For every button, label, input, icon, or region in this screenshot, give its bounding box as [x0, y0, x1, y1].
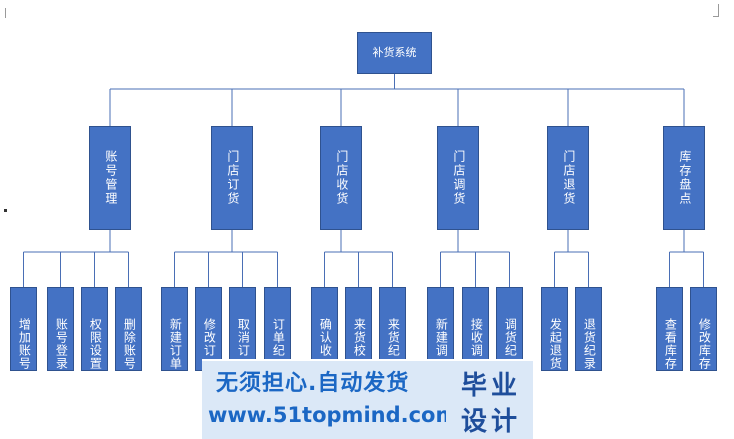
- leaf-node-6-1-label: 查看库存: [663, 318, 678, 370]
- watermark-logo: 毕业 设计: [446, 361, 533, 439]
- module-node-2: 门店订货: [211, 126, 253, 230]
- leaf-node-5-2: 退货纪录: [575, 287, 602, 371]
- module-node-1-label: 账号管理: [103, 150, 118, 206]
- leaf-node-6-1: 查看库存: [656, 287, 683, 371]
- module-node-1: 账号管理: [89, 126, 131, 230]
- leaf-node-3-3: 来货纪: [379, 287, 406, 371]
- leaf-node-4-1-label: 新建调: [434, 318, 449, 357]
- watermark-banner: 无须担心.自动发货 www.51topmind.com 毕业 设计: [202, 359, 533, 439]
- leaf-node-5-1: 发起退货: [541, 287, 568, 371]
- leaf-node-2-1: 新建订单: [161, 287, 188, 371]
- leaf-node-4-3-label: 调货纪: [503, 318, 518, 357]
- leaf-node-5-2-label: 退货纪录: [582, 318, 597, 370]
- module-node-6: 库存盘点: [663, 126, 705, 230]
- leaf-node-3-2-label: 来货校: [352, 318, 367, 357]
- leaf-node-1-2: 账号登录: [47, 287, 74, 371]
- leaf-node-6-2: 修改库存: [690, 287, 717, 371]
- leaf-node-4-2: 接收调: [462, 287, 489, 371]
- watermark-logo-top: 毕业: [460, 371, 521, 401]
- leaf-node-1-1: 增加账号: [10, 287, 37, 371]
- watermark-logo-bottom: 设计: [460, 407, 521, 437]
- leaf-node-5-1-label: 发起退货: [548, 318, 563, 370]
- corner-mark-left: [5, 8, 6, 18]
- leaf-node-2-4: 订单纪: [264, 287, 291, 371]
- module-node-3-label: 门店收货: [334, 150, 349, 206]
- leaf-node-1-4-label: 删除账号: [122, 318, 137, 370]
- leaf-node-1-1-label: 增加账号: [17, 318, 32, 370]
- watermark-url: www.51topmind.com: [208, 403, 458, 427]
- module-node-3: 门店收货: [320, 126, 362, 230]
- module-node-4: 门店调货: [437, 126, 479, 230]
- leaf-node-1-3-label: 权限设置: [88, 318, 103, 370]
- leaf-node-4-2-label: 接收调: [469, 318, 484, 357]
- leaf-node-2-3: 取消订: [229, 287, 256, 371]
- leaf-node-2-4-label: 订单纪: [271, 318, 286, 357]
- leaf-node-3-3-label: 来货纪: [386, 318, 401, 357]
- leaf-node-2-3-label: 取消订: [236, 318, 251, 357]
- leaf-node-2-1-label: 新建订单: [168, 318, 183, 370]
- leaf-node-1-4: 删除账号: [115, 287, 142, 371]
- leaf-node-3-1: 确认收: [311, 287, 338, 371]
- leaf-node-1-3: 权限设置: [81, 287, 108, 371]
- leaf-node-2-2: 修改订: [195, 287, 222, 371]
- root-node-label: 补货系统: [372, 45, 417, 59]
- module-node-5-label: 门店退货: [561, 150, 576, 206]
- module-node-6-label: 库存盘点: [677, 150, 692, 206]
- leaf-node-3-1-label: 确认收: [318, 318, 333, 357]
- leaf-node-4-3: 调货纪: [496, 287, 523, 371]
- root-node: 补货系统: [357, 32, 432, 74]
- module-node-4-label: 门店调货: [451, 150, 466, 206]
- corner-mark-top-h: [713, 16, 719, 17]
- leaf-node-2-2-label: 修改订: [202, 318, 217, 357]
- leaf-node-1-2-label: 账号登录: [54, 318, 69, 370]
- leaf-node-3-2: 来货校: [345, 287, 372, 371]
- corner-mark-top: [718, 4, 719, 16]
- module-node-5: 门店退货: [547, 126, 589, 230]
- watermark-slogan: 无须担心.自动发货: [216, 371, 410, 396]
- margin-dot: [4, 209, 7, 212]
- module-node-2-label: 门店订货: [225, 150, 240, 206]
- leaf-node-6-2-label: 修改库存: [697, 318, 712, 370]
